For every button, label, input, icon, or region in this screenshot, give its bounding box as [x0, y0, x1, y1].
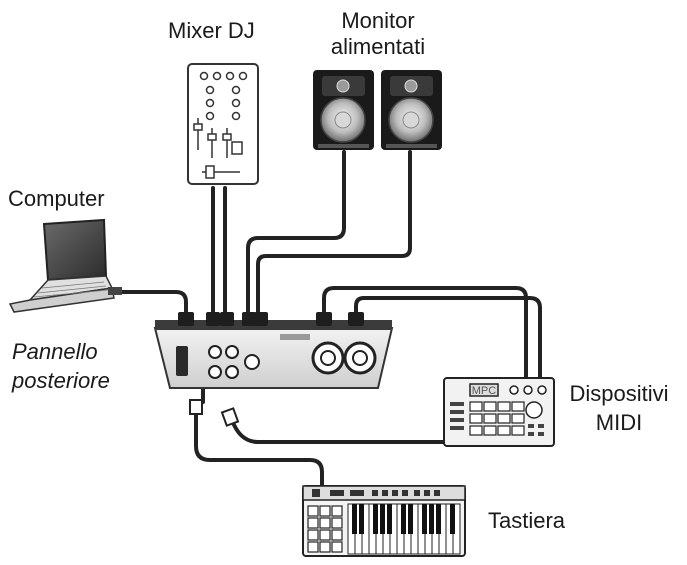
rear-panel-label: Pannello posteriore [12, 338, 110, 395]
midi-device-mpc: MPC [443, 377, 555, 447]
mpc-screen-text: MPC [472, 385, 497, 397]
combo-inputs [311, 341, 377, 375]
cable-usb-computer [120, 290, 188, 320]
laptop-computer [8, 218, 122, 313]
cable-midi-a [322, 286, 528, 380]
monitor-label-line2: alimentati [330, 34, 426, 60]
cable-midi-b [354, 296, 542, 380]
computer-label: Computer [8, 186, 105, 211]
midi-label-line1: Dispositivi [569, 381, 669, 406]
mixer-label: Mixer DJ [168, 18, 255, 43]
rear-panel-label-line2: posteriore [12, 367, 110, 393]
cable-usb-midi-device [230, 418, 454, 444]
midi-devices-label: Dispositivi MIDI [560, 380, 678, 437]
rear-panel-label-line1: Pannello [12, 339, 98, 364]
monitor-label: Monitor alimentati [318, 8, 438, 61]
monitor-left [313, 70, 374, 150]
cable-monitor-left [246, 150, 346, 320]
audio-interface [153, 312, 394, 427]
dj-mixer [187, 63, 259, 185]
cable-keyboard [194, 410, 324, 488]
cables [120, 150, 542, 488]
keybed [347, 503, 461, 555]
keyboard-label: Tastiera [488, 508, 566, 533]
midi-label-line2: MIDI [595, 409, 643, 435]
midi-keyboard [302, 485, 466, 557]
cable-monitor-right [256, 150, 412, 320]
monitor-label-line1: Monitor [341, 8, 415, 33]
monitor-right [381, 70, 442, 150]
